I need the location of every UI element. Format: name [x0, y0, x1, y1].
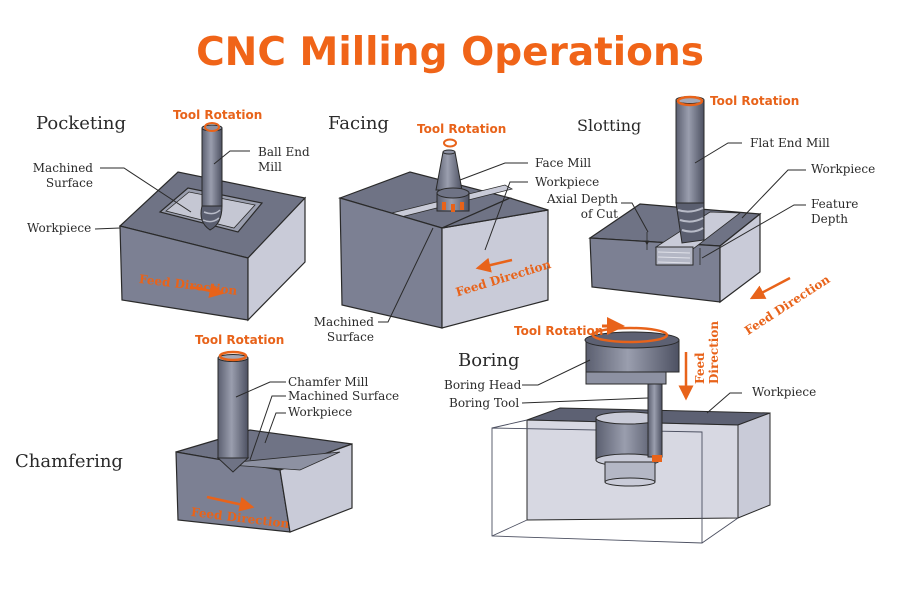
pocketing-illustration — [94, 122, 307, 322]
ball-end-mill-label-line2: Mill — [258, 160, 282, 174]
boring-heading: Boring — [458, 350, 520, 371]
face-mill-label: Face Mill — [535, 156, 592, 170]
slotting-workpiece-front — [589, 237, 721, 303]
tool-rotation-icon — [218, 350, 248, 362]
pocketing-workpiece-side — [247, 196, 306, 322]
facing-machined-surface-line2: Surface — [326, 330, 374, 344]
facing-machined-surface-line1: Machined — [313, 315, 374, 329]
chamfering-heading: Chamfering — [15, 451, 123, 472]
boring-tool-rotation-label: Tool Rotation — [514, 324, 604, 338]
flat-end-mill-label: Flat End Mill — [750, 136, 830, 150]
boring-feed-direction-label-line2: Direction — [707, 320, 721, 384]
boring-feed-direction-label-line1: Feed — [693, 352, 707, 384]
tool-rotation-icon — [443, 138, 457, 148]
page-title: CNC Milling Operations — [196, 30, 704, 75]
feature-depth-label-line1: Feature — [811, 197, 859, 211]
tool-rotation-icon — [204, 122, 220, 132]
ball-end-mill-label-line1: Ball End — [258, 145, 310, 159]
pocketing-machined-surface-line1: Machined — [32, 161, 93, 175]
boring-workpiece-label: Workpiece — [752, 385, 817, 399]
chamfering-illustration — [175, 350, 353, 533]
flat-end-mill-shaft — [675, 99, 705, 204]
boring-tool-bar — [647, 381, 663, 458]
pocketing-heading: Pocketing — [36, 113, 126, 134]
facing-workpiece-label: Workpiece — [535, 175, 600, 189]
axial-depth-label-line1: Axial Depth — [546, 192, 618, 206]
chamfer-mill-label: Chamfer Mill — [288, 375, 369, 389]
facing-tool-rotation-label: Tool Rotation — [417, 122, 507, 136]
face-mill-body — [435, 151, 463, 191]
facing-heading: Facing — [328, 113, 389, 134]
chamfering-tool-rotation-label: Tool Rotation — [195, 333, 285, 347]
chamfering-machined-surface-label: Machined Surface — [288, 389, 400, 403]
boring-head-label: Boring Head — [444, 378, 522, 392]
flat-end-mill-flutes — [675, 202, 705, 244]
pocketing-workpiece-label: Workpiece — [27, 221, 92, 235]
boring-insert — [652, 455, 662, 462]
slotting-workpiece-side — [719, 212, 761, 304]
facing-illustration — [338, 138, 549, 329]
slotting-illustration — [588, 95, 806, 304]
chamfering-workpiece-label: Workpiece — [288, 405, 353, 419]
ball-end-mill-shaft — [201, 127, 223, 207]
slotting-workpiece-label: Workpiece — [811, 162, 876, 176]
axial-depth-label-line2: of Cut — [580, 207, 618, 221]
pocketing-machined-surface-line2: Surface — [45, 176, 93, 190]
boring-workpiece-side — [737, 412, 771, 519]
tool-rotation-icon — [676, 95, 704, 107]
chamfer-mill-shaft — [217, 357, 249, 459]
boring-illustration — [491, 317, 771, 544]
slotting-heading: Slotting — [577, 116, 642, 135]
boring-tool-label: Boring Tool — [449, 396, 520, 410]
tool-rotation-icon — [591, 326, 669, 344]
pocketing-tool-rotation-label: Tool Rotation — [173, 108, 263, 122]
feature-depth-label-line2: Depth — [811, 212, 848, 226]
slotting-tool-rotation-label: Tool Rotation — [710, 94, 800, 108]
